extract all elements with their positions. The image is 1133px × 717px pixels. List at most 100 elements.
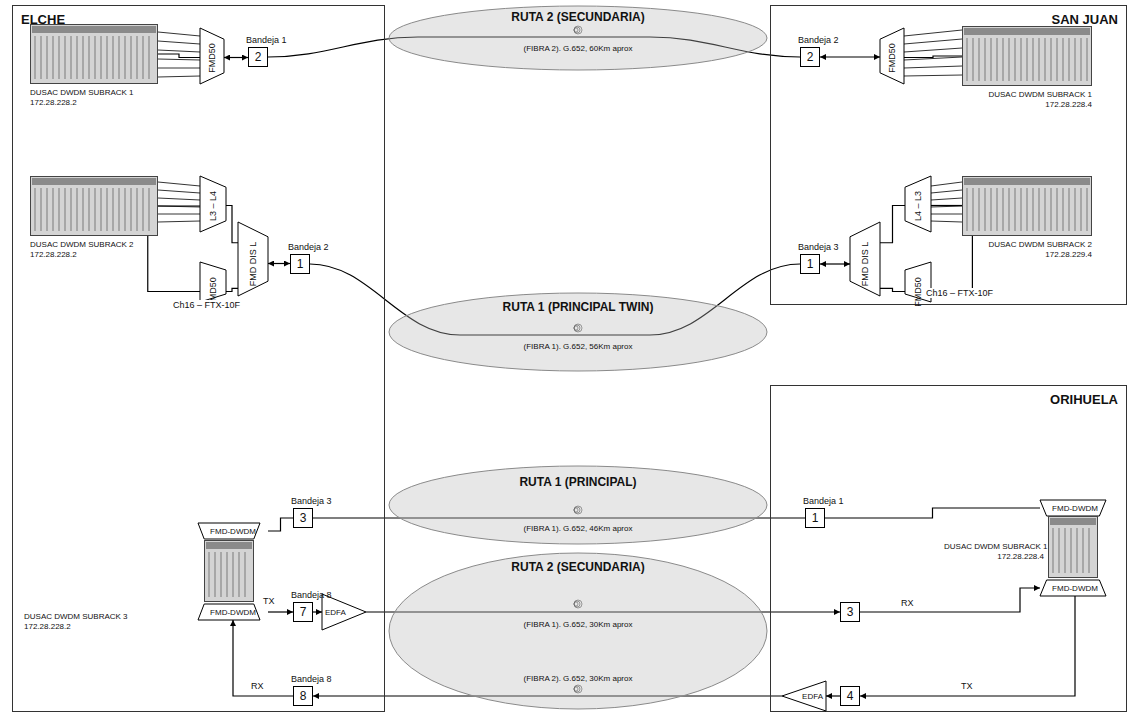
tray-name: Bandeja 3 [291, 496, 332, 506]
tray-box: Bandeja 22 [800, 47, 820, 67]
rack-slot [89, 188, 90, 231]
subrack-label: DUSAC DWDM SUBRACK 2172.28.228.2 [30, 240, 200, 260]
site-region: ORIHUELABandeja 11FMD-DWDMDUSAC DWDM SUB… [770, 385, 1127, 712]
rack-slot [1057, 38, 1058, 81]
fan-wire [158, 41, 200, 44]
rack-illustration [30, 176, 158, 236]
rack-slot [209, 552, 210, 597]
link-line [880, 288, 905, 291]
site-region: ELCHEDUSAC DWDM SUBRACK 1172.28.228.2FMD… [12, 5, 385, 712]
rack-slot [1003, 188, 1004, 231]
rack-slot [233, 552, 234, 597]
rack-illustration [30, 24, 158, 84]
tray-box: Bandeja 33 [293, 508, 313, 528]
multiplexer: FMD-DWDM [1040, 500, 1110, 516]
rack-slot [149, 36, 150, 79]
mux-name: FMD-DWDM [1052, 504, 1098, 513]
mux-name: L4 – L3 [913, 190, 923, 220]
link-line [820, 56, 880, 57]
rack-slot [101, 188, 102, 231]
subrack-label: DUSAC DWDM SUBRACK 1172.28.228.4 [922, 90, 1092, 110]
fan-wire [931, 221, 962, 222]
rack-slot [143, 188, 144, 231]
rack-slot [991, 188, 992, 231]
rack-slot [1081, 188, 1082, 231]
rack-slot [137, 36, 138, 79]
rack-slot [71, 188, 72, 231]
rack-body [31, 177, 158, 236]
amplifier-shape [322, 594, 366, 630]
link-line [158, 205, 200, 206]
link-line [268, 611, 293, 612]
subrack: DUSAC DWDM SUBRACK 1172.28.228.4 [962, 26, 1092, 86]
multiplexer: FMD DIS L [850, 222, 880, 305]
rack-slot [997, 188, 998, 231]
ip-address: 172.28.228.4 [944, 552, 1044, 562]
mux-name: FMD50 [913, 277, 923, 307]
rack-slot [35, 188, 36, 231]
rack-slot [1083, 528, 1084, 573]
route-title: RUTA 2 (SECUNDARIA) [388, 10, 768, 24]
rack-illustration [962, 26, 1092, 86]
rack-slot [1021, 38, 1022, 81]
rack-slot [1039, 188, 1040, 231]
rack-slot [71, 36, 72, 79]
fiber-spec: (FIBRA 1). G.652, 56Km aprox [388, 342, 768, 352]
rack-slot [1027, 38, 1028, 81]
multiplexer: L4 – L3 [905, 176, 931, 235]
rack-slot [83, 36, 84, 79]
tray-name: Bandeja 8 [291, 590, 332, 600]
tray-number: 1 [807, 255, 814, 273]
rack-band [1050, 518, 1096, 525]
rack-body [31, 25, 158, 84]
mux-shape [880, 28, 904, 84]
route-title: RUTA 1 (PRINCIPAL TWIN) [388, 300, 768, 314]
mux-name: FMD DIS L [248, 241, 258, 286]
route-oval: RUTA 2 (SECUNDARIA)(FIBRA 1). G.652, 30K… [388, 552, 768, 710]
route-title: RUTA 1 (PRINCIPAL) [388, 475, 768, 489]
tray-number: 3 [300, 509, 307, 527]
mux-name: FMD50 [207, 43, 217, 73]
fan-wire [158, 221, 200, 222]
subrack-name: DUSAC DWDM SUBRACK 1 [944, 542, 1044, 552]
subrack-label: DUSAC DWDM SUBRACK 1172.28.228.4 [944, 542, 1044, 562]
fiber-spec: (FIBRA 2). G.652, 30Km aprox [388, 674, 768, 684]
rack-slot [1039, 38, 1040, 81]
rack-slot [1021, 188, 1022, 231]
rack-slot [979, 38, 980, 81]
mux-name: L3 – L4 [208, 190, 218, 220]
mux-name: FMD-DWDM [1052, 584, 1098, 593]
tray-number: 1 [812, 509, 819, 527]
fiber-spec: (FIBRA 1). G.652, 30Km aprox [388, 620, 768, 630]
rack-slot [1087, 188, 1088, 231]
mux-shape [200, 176, 226, 232]
rack-slot [65, 188, 66, 231]
rack-slot [1057, 188, 1058, 231]
rack-slot [95, 36, 96, 79]
fan-wire [158, 59, 200, 60]
rack-slot [1059, 528, 1060, 573]
multiplexer: FMD DIS L [238, 222, 268, 305]
rack-slot [119, 188, 120, 231]
tray-box: 4 [840, 686, 860, 706]
ip-address: 172.28.228.2 [24, 622, 194, 632]
link-line [931, 205, 962, 206]
channel-label: Ch16 – FTX-10F [925, 288, 994, 298]
mux-name: FMD-DWDM [210, 608, 256, 617]
rack-slot [35, 36, 36, 79]
link-line [931, 236, 972, 292]
rack-slot [1033, 188, 1034, 231]
mux-name: FMD DIS L [860, 241, 870, 286]
rack-slot [41, 188, 42, 231]
rack-slot [125, 188, 126, 231]
link-line [820, 263, 850, 264]
tray-number: 3 [847, 603, 854, 621]
rack-body [963, 177, 1092, 236]
rack-slot [143, 36, 144, 79]
subrack-name: DUSAC DWDM SUBRACK 2 [30, 240, 200, 250]
rack-slot [985, 38, 986, 81]
rack-slot [1053, 528, 1054, 573]
tray-name: Bandeja 2 [798, 35, 839, 45]
rack-slot [1071, 528, 1072, 573]
signal-label: RX [900, 598, 915, 608]
